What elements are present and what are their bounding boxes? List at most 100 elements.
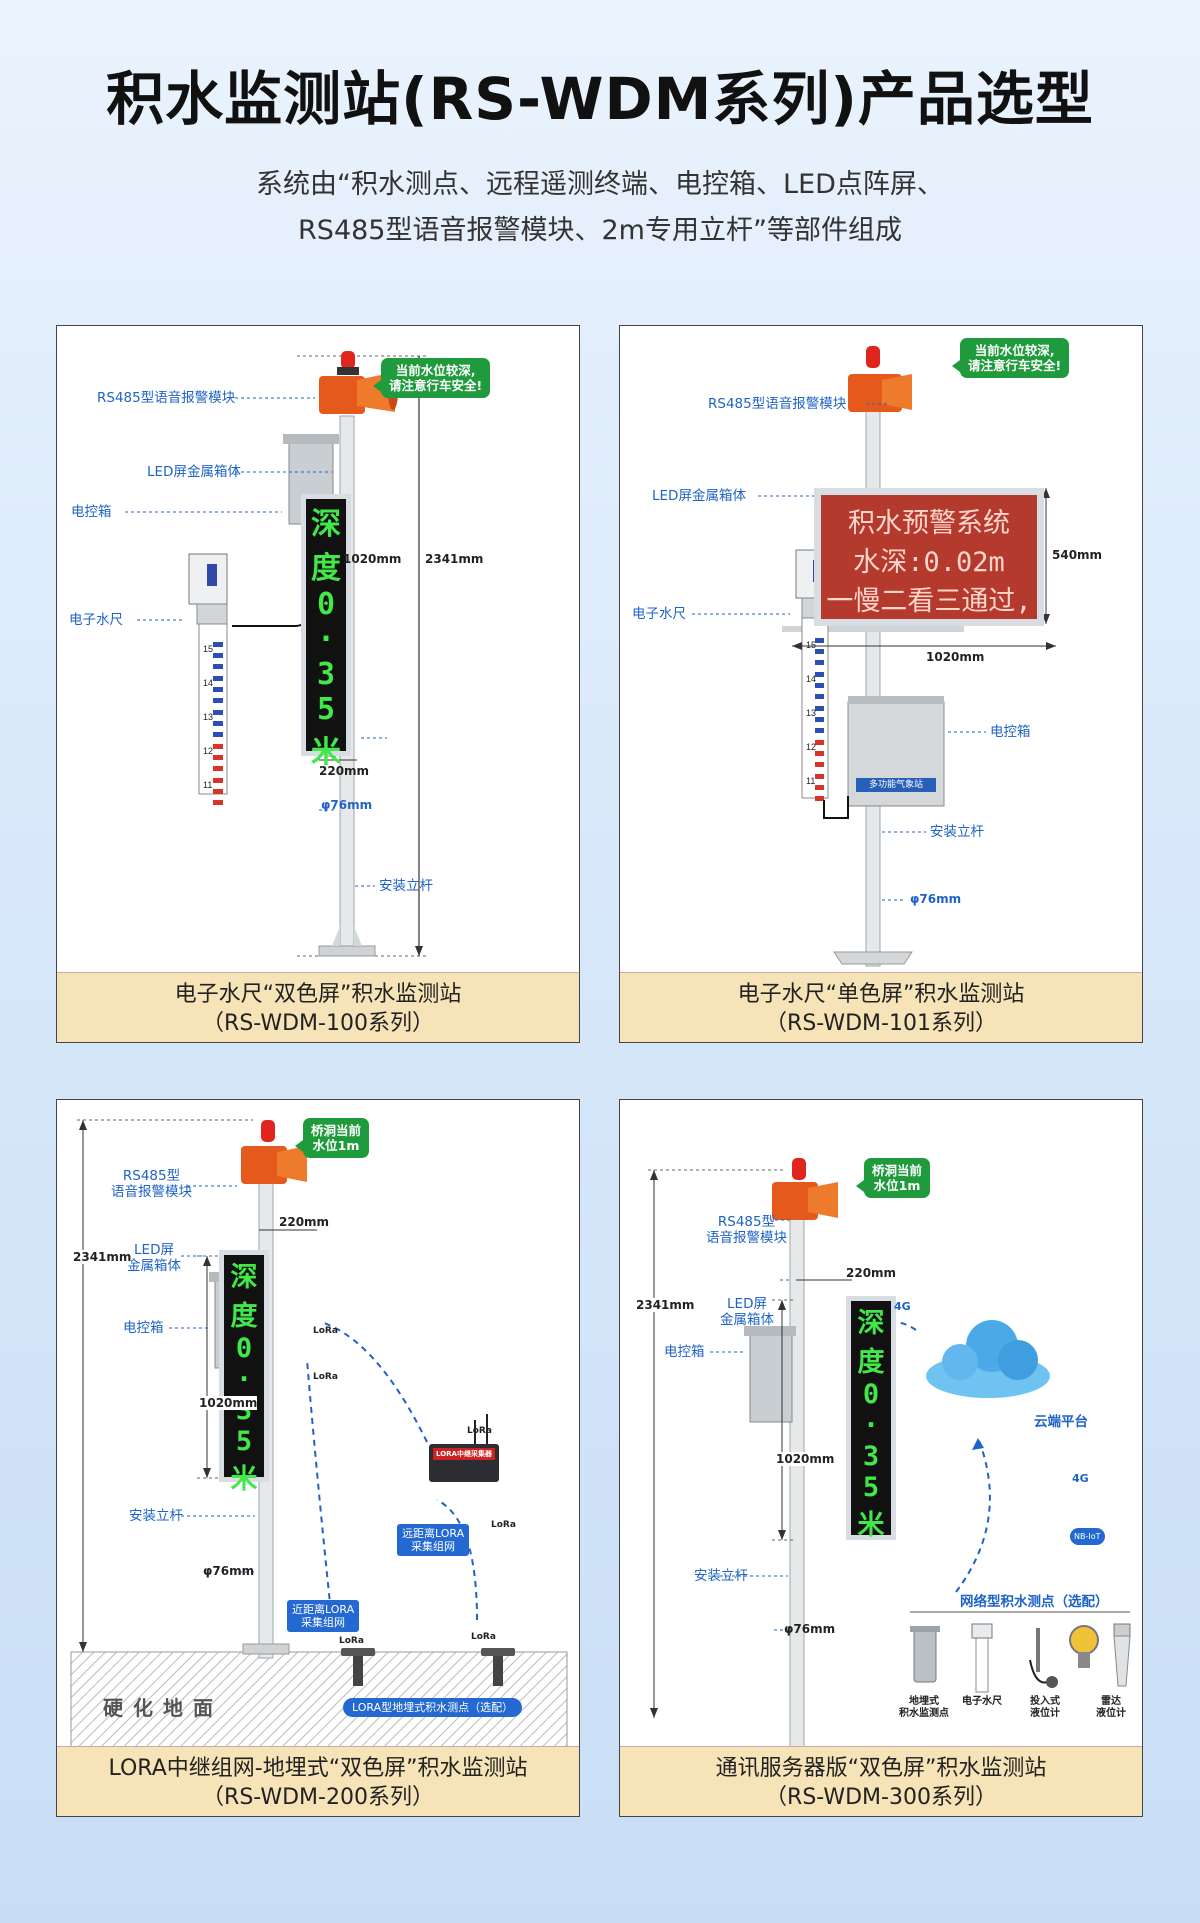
gauge-mark-label: 15 [203,644,213,654]
dim-screen-height: 540mm [1052,548,1103,562]
gauge-tick [213,676,223,681]
dim-screen: 1020mm [776,1452,835,1466]
gauge-mark-label: 14 [203,678,213,688]
led-line: 水深:0.02m [853,547,1005,578]
caption-line-2: （RS-WDM-200系列） [202,1785,434,1810]
dim-width: 220mm [319,764,370,778]
dim-diameter: φ76mm [321,798,373,812]
device-label: 地埋式 积水监测点 [899,1696,949,1719]
led-horizontal-screen: 积水预警系统 水深:0.02m 一慢二看三通过, [814,488,1044,626]
led-char: 0 [862,1379,880,1410]
dim-width: 220mm [846,1266,897,1280]
gauge-tick [815,728,824,733]
label-led-box: LED屏 金属箱体 [127,1242,181,1274]
lora-label: LoRa [491,1520,516,1530]
control-box-text: 多功能气象站 [868,780,923,790]
tag-far-lora: 远距离LORA 采集组网 [397,1524,470,1556]
gauge-tick [815,672,824,677]
lora-label: LoRa [471,1632,496,1642]
gauge-tick [815,740,824,745]
led-char: 深 [857,1308,885,1339]
gauge-mark-label: 12 [806,742,816,752]
gauge-tick [213,642,223,647]
gauge-tick [213,755,223,760]
gauge-tick [213,744,223,749]
led-char: · [316,622,336,657]
gauge-tick [815,649,824,654]
dim-diameter: φ76mm [784,1622,836,1636]
device-label: 电子水尺 [962,1696,1002,1707]
dim-height: 2341mm [636,1298,695,1312]
led-char: 米 [311,735,341,770]
label-led-box: LED屏金属箱体 [147,464,241,480]
gauge-tick [815,774,824,779]
led-char: 度 [311,551,341,586]
gauge-tick [213,800,223,805]
gauge-tick [213,687,223,692]
gauge-mark-label: 15 [806,640,816,650]
caption-line-1: LORA中继组网-地埋式“双色屏”积水监测站 [108,1756,528,1781]
panel-rs-wdm-200: 深 度 0 · 3 5 米 桥洞当前 水位1m RS485型 语音报警模块 LE… [56,1099,580,1817]
net-4g-label: 4G [894,1300,911,1313]
led-char: 米 [857,1510,885,1541]
gauge-tick [213,653,223,658]
dim-height: 2341mm [73,1250,132,1264]
subtitle-line-2: RS485型语音报警模块、2m专用立杆”等部件组成 [298,215,902,246]
label-pole: 安装立杆 [379,878,433,894]
alarm-speech-bubble: 当前水位较深, 请注意行车安全! [372,358,491,398]
gauge-tick [213,778,223,783]
caption-line-1: 电子水尺“单色屏”积水监测站 [737,982,1025,1007]
device-label: 投入式 液位计 [1030,1696,1060,1719]
gauge-tick [815,706,824,711]
gauge-tick [213,710,223,715]
led-char: 5 [235,1426,253,1457]
caption-line-1: 通讯服务器版“双色屏”积水监测站 [715,1756,1047,1781]
led-char: 5 [316,692,336,727]
led-char: 米 [230,1464,258,1495]
label-pole: 安装立杆 [930,824,984,840]
panel-rs-wdm-101: 15 14 13 12 11 积水预警系统 水深:0.02m 一慢二看三通过, 多功能气… [619,325,1143,1043]
dim-height: 2341mm [425,552,484,566]
gauge-tick [815,796,824,801]
dim-screen-width: 1020mm [926,650,985,664]
gauge-tick [815,751,824,756]
led-char: 5 [862,1472,880,1503]
gauge-tick [815,717,824,722]
led-char: 深 [230,1262,258,1293]
label-alarm-module: RS485型 语音报警模块 [111,1168,192,1200]
gauge-tick [815,638,824,643]
gauge-mark-label: 11 [806,776,815,786]
repeater-text: LORA中继采集器 [436,1450,492,1458]
led-char: 深 [311,507,341,542]
led-vertical-screen: 深 度 0 · 3 5 米 [219,1250,269,1495]
gauge-mark-label: 13 [806,708,816,718]
lora-label: LoRa [467,1426,492,1436]
label-led-box: LED屏金属箱体 [652,488,746,504]
led-line: 积水预警系统 [848,508,1010,539]
gauge-mark-label: 12 [203,746,213,756]
label-led-box: LED屏 金属箱体 [720,1296,774,1328]
label-pole: 安装立杆 [129,1508,183,1524]
led-char: 0 [316,587,336,622]
dim-screen: 1020mm [199,1396,258,1410]
gauge-tick [213,721,223,726]
label-gauge: 电子水尺 [632,606,686,622]
gauge-tick [213,698,223,703]
alarm-speech-bubble: 当前水位较深, 请注意行车安全! [951,338,1070,378]
led-char: 度 [230,1301,258,1332]
label-alarm-module: RS485型 语音报警模块 [706,1214,787,1246]
station-illustration-300 [648,1158,1131,1751]
label-gauge: 电子水尺 [69,612,123,628]
net-4g-label: 4G [1072,1472,1089,1485]
station-illustration-101: 15 14 13 12 11 [692,346,1056,967]
label-alarm-module: RS485型语音报警模块 [97,390,236,406]
gauge-tick [815,785,824,790]
label-control-box: 电控箱 [664,1344,705,1360]
label-pole: 安装立杆 [694,1568,748,1584]
label-alarm-module: RS485型语音报警模块 [708,396,847,412]
device-label: 雷达 液位计 [1096,1696,1126,1719]
caption-line-2: （RS-WDM-100系列） [202,1011,434,1036]
led-vertical-screen: 深 度 0 · 3 5 米 [846,1296,896,1541]
lora-label: LoRa [339,1636,364,1646]
gauge-mark-label: 14 [806,674,816,684]
